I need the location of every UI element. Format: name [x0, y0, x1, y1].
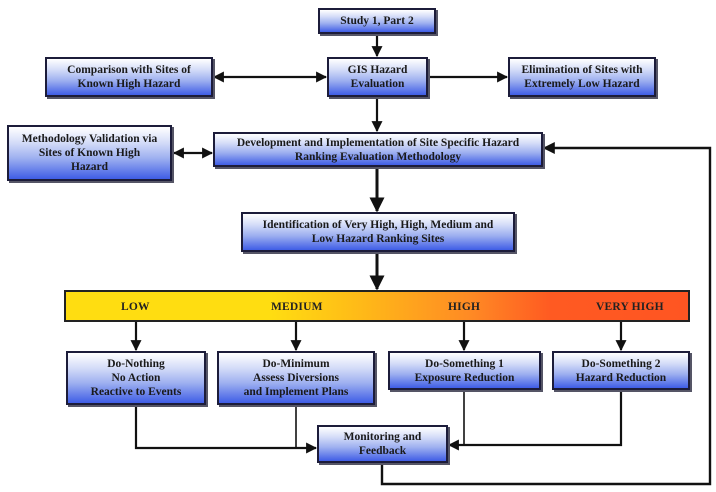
development-node: Development and Implementation of Site S…: [213, 132, 543, 167]
hazard-level-medium: MEDIUM: [271, 301, 323, 313]
gis-hazard-evaluation-node: GIS Hazard Evaluation: [327, 57, 428, 97]
hazard-scale-bar: LOW MEDIUM HIGH VERY HIGH: [64, 290, 690, 322]
identification-node: Identification of Very High, High, Mediu…: [241, 212, 515, 252]
comparison-node: Comparison with Sites of Known High Haza…: [45, 57, 213, 97]
do-minimum-node: Do-Minimum Assess Diversions and Impleme…: [217, 351, 375, 405]
edge-feedback-loop: [380, 142, 712, 486]
hazard-level-very-high: VERY HIGH: [596, 301, 664, 313]
do-nothing-node: Do-Nothing No Action Reactive to Events: [66, 351, 206, 405]
methodology-validation-node: Methodology Validation via Sites of Know…: [7, 125, 172, 181]
do-something-1-node: Do-Something 1 Exposure Reduction: [388, 351, 541, 390]
do-something-2-node: Do-Something 2 Hazard Reduction: [552, 351, 690, 390]
study-node: Study 1, Part 2: [318, 8, 436, 34]
edge-donothing-monitoring: [134, 405, 318, 454]
edge-dosomething2-monitoring: [447, 390, 623, 451]
hazard-level-high: HIGH: [448, 301, 481, 313]
elimination-node: Elimination of Sites with Extremely Low …: [508, 57, 656, 97]
monitoring-feedback-node: Monitoring and Feedback: [317, 425, 448, 463]
hazard-level-low: LOW: [121, 301, 150, 313]
